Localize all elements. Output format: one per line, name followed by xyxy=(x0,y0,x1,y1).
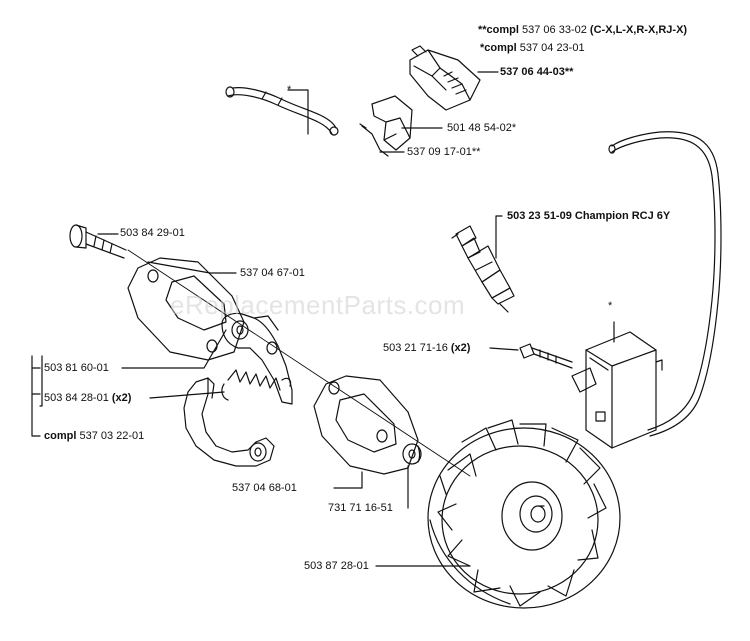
intake-pin xyxy=(359,123,389,157)
label-tube-star: * xyxy=(287,84,292,96)
ignition-lead xyxy=(608,131,722,437)
label-compl-537032201: compl 537 03 22-01 xyxy=(44,430,145,442)
label-503842901: 503 84 29-01 xyxy=(120,227,185,239)
front-plate xyxy=(127,257,245,361)
leader-503842801 xyxy=(149,391,225,399)
label-537064403: 537 06 44-03** xyxy=(500,66,574,78)
label-537091701: 537 09 17-01** xyxy=(407,146,481,158)
intake-cover xyxy=(409,45,481,111)
label-compl-537063302: **compl 537 06 33-02 (C-X,L-X,R-X,RJ-X) xyxy=(478,24,688,36)
label-501485402: 501 48 54-02* xyxy=(447,122,517,134)
label-503217116: 503 21 71-16 (x2) xyxy=(383,342,471,354)
label-537046801: 537 04 68-01 xyxy=(232,482,297,494)
flywheel xyxy=(427,419,621,609)
clutch-shoe-lower xyxy=(183,377,275,467)
leader-tube xyxy=(287,89,309,135)
washer xyxy=(402,443,422,465)
label-compl-537042301: *compl 537 04 23-01 xyxy=(480,42,585,54)
leader-spark-plug xyxy=(495,215,503,259)
label-503816001: 503 81 60-01 xyxy=(44,362,109,374)
label-module-star: * xyxy=(608,300,613,312)
impulse-hose xyxy=(225,86,339,136)
intake-bracket xyxy=(371,95,413,151)
leader-503816001 xyxy=(121,329,227,369)
leader-537046801 xyxy=(333,471,363,489)
group-bracket xyxy=(31,355,41,437)
group-bracket-inner xyxy=(39,355,43,407)
clutch-spring xyxy=(221,369,292,401)
label-503872801: 503 87 28-01 xyxy=(304,560,369,572)
label-spark-plug: 503 23 51-09 Champion RCJ 6Y xyxy=(507,210,671,222)
label-503842801: 503 84 28-01 (x2) xyxy=(44,392,132,404)
watermark-text: eReplacementParts.com xyxy=(170,290,466,320)
module-screw xyxy=(519,343,573,369)
spark-plug xyxy=(451,225,515,313)
rear-plate xyxy=(313,375,419,475)
assembly-axis xyxy=(127,249,471,477)
clutch-shoe-upper xyxy=(221,312,293,405)
leader-537046701 xyxy=(147,261,237,274)
leader-503217116 xyxy=(489,347,519,351)
label-731711651: 731 71 16-51 xyxy=(328,502,393,514)
clutch-screw xyxy=(69,224,127,259)
ignition-module xyxy=(571,331,663,449)
label-537046701: 537 04 67-01 xyxy=(240,267,305,279)
